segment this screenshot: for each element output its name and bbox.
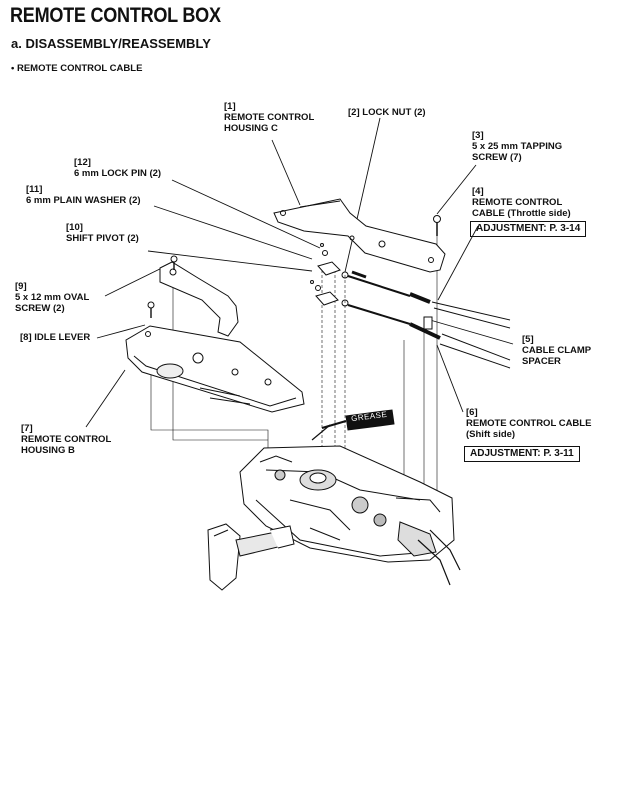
callout-idle-lever: [8] IDLE LEVER	[20, 332, 91, 343]
cable-fittings	[397, 521, 461, 586]
subsection-heading: • REMOTE CONTROL CABLE	[11, 63, 143, 74]
callout-housing-b: [7] REMOTE CONTROL HOUSING B	[21, 423, 112, 456]
housing-c	[273, 198, 446, 273]
callout-shift-pivot: [10] SHIFT PIVOT (2)	[66, 222, 139, 244]
tapping-screw-3	[433, 215, 441, 236]
callout-oval-screw: [9] 5 x 12 mm OVAL SCREW (2)	[15, 281, 90, 314]
control-handle	[207, 523, 295, 591]
linkage-parts	[310, 243, 349, 307]
cable-clamp-spacer	[423, 316, 433, 330]
callout-cable-clamp-spacer: [5] CABLE CLAMP SPACER	[522, 334, 592, 367]
adjustment-throttle: ADJUSTMENT: P. 3-14	[470, 221, 587, 237]
callout-plain-washer: [11] 6 mm PLAIN WASHER (2)	[26, 184, 141, 206]
shift-cable	[347, 304, 511, 369]
adjustment-shift: ADJUSTMENT: P. 3-11	[464, 446, 580, 462]
callout-lock-pin: [12] 6 mm LOCK PIN (2)	[74, 157, 162, 179]
throttle-cable	[347, 270, 511, 329]
grease-tube	[311, 409, 395, 441]
section-subtitle: a. DISASSEMBLY/REASSEMBLY	[11, 36, 211, 51]
idle-lever	[159, 261, 239, 337]
callout-tapping-screw: [3] 5 x 25 mm TAPPING SCREW (7)	[472, 130, 563, 163]
callout-lock-nut: [2] LOCK NUT (2)	[348, 107, 426, 118]
page-title: REMOTE CONTROL BOX	[10, 4, 221, 27]
callout-housing-c: [1] REMOTE CONTROL HOUSING C	[224, 101, 315, 134]
callout-throttle-cable: [4] REMOTE CONTROL CABLE (Throttle side)	[472, 186, 571, 219]
callout-shift-cable: [6] REMOTE CONTROL CABLE (Shift side)	[466, 407, 592, 440]
oval-screws-9	[147, 255, 178, 318]
housing-b	[125, 325, 305, 413]
